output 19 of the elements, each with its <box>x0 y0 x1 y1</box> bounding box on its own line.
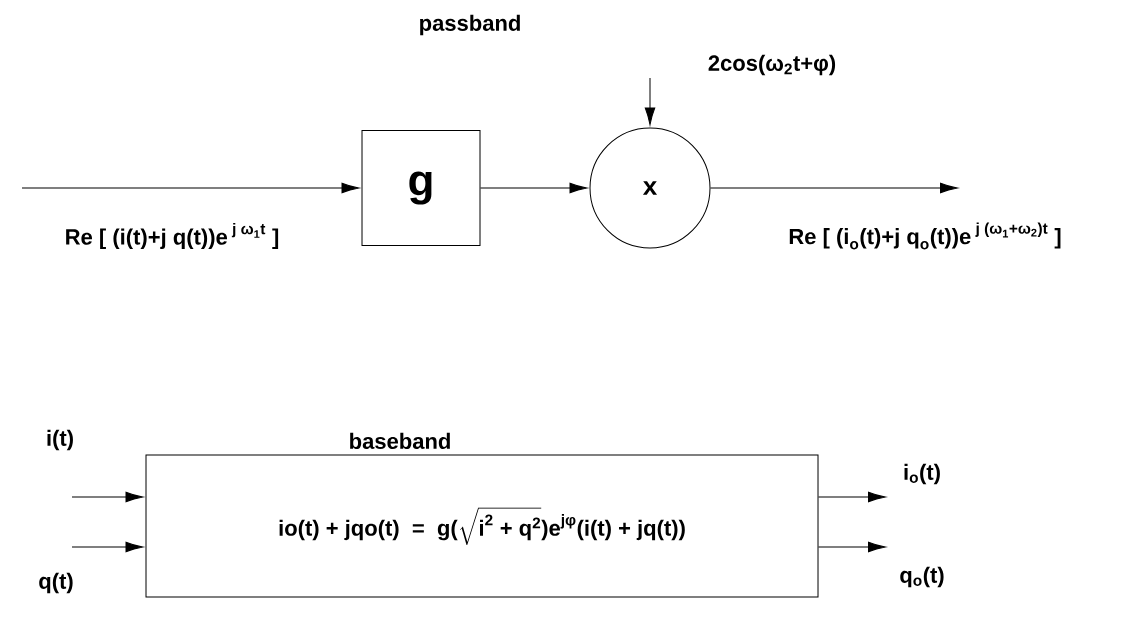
arrow <box>644 77 656 126</box>
heading: baseband <box>350 432 450 449</box>
block-box: g <box>361 130 481 246</box>
arrow <box>818 541 886 553</box>
edge-label: q(t) <box>39 572 73 594</box>
edge-label: i(t) <box>47 429 73 451</box>
edge-label: $\text{Re [ (i}_{\text{o}}\text{(t)+j q}_{\text{o}}\text{(t))e}^{\text{ j (ω}_{\text{1}}\text{+ω}_{\text{2}}\text{)t}}\text{ ]}$ <box>789 222 1061 250</box>
edge-label: 2cos(ω$_{2}$t+φ) <box>708 54 836 76</box>
arrow <box>818 491 886 503</box>
arrow <box>480 182 588 194</box>
arrow <box>710 182 958 194</box>
edge-label: q$_{o}$(t) <box>900 566 944 588</box>
arrow <box>71 541 144 553</box>
arrow <box>71 491 144 503</box>
edge-label: $\text{Re [ (i(t)+j q(t))e}^{\text{ j ω}_{\text{1}}\text{t}}\text{ ]}$ <box>66 222 279 250</box>
arrow <box>21 182 360 194</box>
heading: passband <box>420 14 520 36</box>
process-box: $\text{io(t) + jqo(t) \ = \ g(}\sqrt{\text{i}^{\text{2}}\text{ + q}^{\text{2}}}\text{)e}^{\text{jφ}}\text{(i(t) + jq(t))}$ <box>145 454 819 598</box>
edge-label: i$_{o}$(t) <box>904 463 940 485</box>
